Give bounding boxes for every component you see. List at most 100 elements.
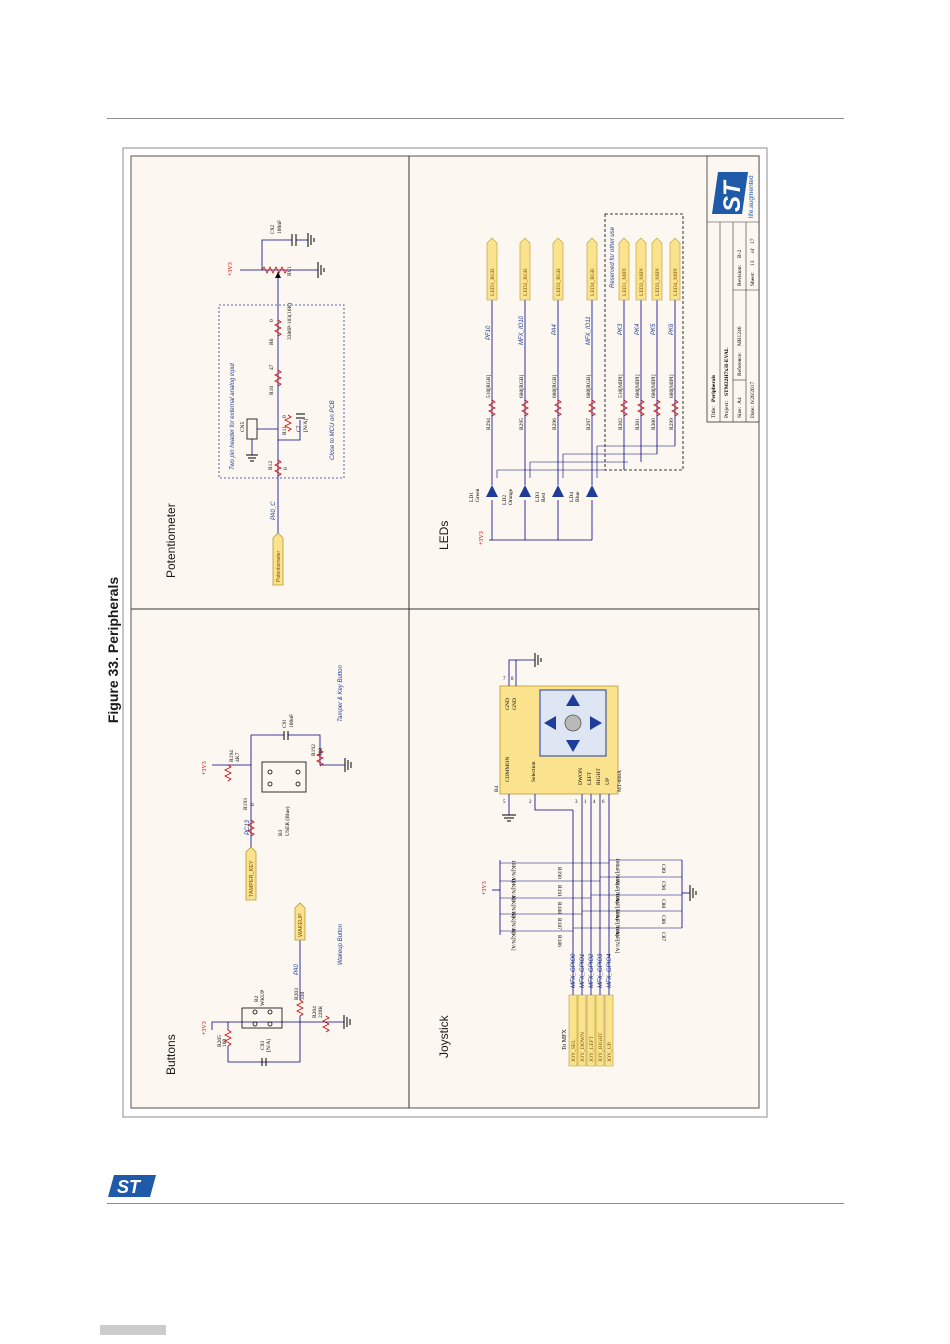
pullup-value: 10K[N/A] <box>510 878 516 901</box>
joy-left-connector <box>586 994 596 1067</box>
b4-pin-down: DWON <box>578 768 584 785</box>
led-resistor-ref: R302 <box>618 418 624 430</box>
led-pin-label: PA4 <box>552 323 558 335</box>
c93-ref: C93 <box>260 1041 266 1050</box>
resistor-r193-symbol <box>247 819 255 837</box>
leds-supply-label: +3V3 <box>479 531 485 545</box>
joy-signal-label: JOY_DOWN <box>580 1032 586 1062</box>
r11-value: 0 <box>282 415 288 418</box>
rv1-wiper-arrow <box>275 272 281 278</box>
b4-pin-number: 8 <box>511 677 514 682</box>
resistor-r301-symbol <box>637 399 645 417</box>
b4-pin-right: RIGHT <box>596 768 602 785</box>
footer-st-logo-icon: ST <box>108 1175 156 1197</box>
ld1-color: Green <box>475 488 481 502</box>
led-pin-label: PK5 <box>651 323 657 335</box>
c93-value: [N/A] <box>266 1039 272 1052</box>
led-resistor-value: 680[MIPI] <box>635 374 641 398</box>
resistor-r297-symbol <box>588 399 596 417</box>
r204-value: 220K <box>318 1006 324 1018</box>
b4-pin-number: 3 <box>575 800 578 805</box>
resistor-r205-symbol <box>224 1029 232 1047</box>
r6-ref: R6 <box>269 338 275 345</box>
b3-ref: B3 <box>278 829 284 836</box>
potentiometer-rv1-symbol <box>261 266 288 274</box>
led-pin-label: MFX_IO11 <box>586 316 592 345</box>
wakeup-caption: Wakeup Button <box>338 923 344 965</box>
b4-ref: B4 <box>494 785 500 792</box>
led-ld3-symbol <box>552 485 564 497</box>
pullup-value: 10K[N/A] <box>510 895 516 918</box>
cap-value: 100nF[N/A] <box>614 876 620 903</box>
joystick-arrow-right-icon <box>590 716 602 730</box>
tamper-supply-label: +3V3 <box>202 761 208 775</box>
led-net-connector <box>635 237 647 301</box>
mfx-gpio-label: MFX_GPIO3 <box>598 953 604 988</box>
ld1-ref: LD1 <box>469 492 475 502</box>
joy-supply-label: +3V3 <box>482 881 488 895</box>
rv1-ref: RV1 <box>287 266 293 276</box>
resistor-r192-symbol <box>316 749 324 767</box>
pin-header-caption: Two pin header for external analog input <box>230 363 236 470</box>
ld4-color: Blue <box>575 491 581 502</box>
pullup-value: 10K[N/A] <box>510 928 516 951</box>
led-net-connector <box>586 237 598 301</box>
b4-gnd-wire <box>508 659 535 686</box>
led-resistor-ref: R294 <box>486 418 492 430</box>
led-net-label: LED3_RGB <box>556 268 562 296</box>
mfx-gpio-label: MFX_GPIO0 <box>571 953 577 988</box>
st-logo-icon <box>712 172 748 214</box>
r10-ref: R10 <box>269 386 275 395</box>
led-ld2-symbol <box>519 485 531 497</box>
led-pin-label: PK6 <box>669 323 675 335</box>
pullup-ref: R190 <box>556 867 562 879</box>
pa0c-label: PA0_C <box>271 501 277 520</box>
tb-size-label: Size: <box>737 407 743 418</box>
c7-value: [N/A] <box>303 419 309 432</box>
led-resistor-value: 510[MIPI] <box>618 374 624 398</box>
logo-tagline: life.augmented <box>748 175 755 218</box>
b4-pin-number: 1 <box>584 800 587 805</box>
pullup-ref: R191 <box>556 885 562 897</box>
wakeup-connector-shape <box>294 902 306 941</box>
r193-value: 0 <box>250 803 256 806</box>
resistor-r204-symbol <box>322 1015 330 1033</box>
b4-pin-number: 2 <box>529 800 532 805</box>
led-net-connector <box>669 237 681 301</box>
resistor-r295-symbol <box>521 399 529 417</box>
tb-date-label: Date: <box>750 406 756 418</box>
b2-name: WKUP <box>260 990 266 1006</box>
tb-project-value: STM32H7x3I-EVAL <box>724 347 730 396</box>
r193-ref: R193 <box>243 798 249 810</box>
mfx-gpio-label: MFX_GPIO4 <box>607 953 613 988</box>
r205-value: 100 <box>222 1039 228 1048</box>
led-net-label: LED4_MIPI <box>673 268 679 296</box>
tb-revision-value: B-2 <box>737 250 743 259</box>
joystick-arrow-up-icon <box>566 694 580 706</box>
b4-pin-common: COMMON <box>505 757 511 782</box>
ld4-ref: LD4 <box>569 492 575 502</box>
switch-b3-contact <box>267 769 273 775</box>
tamper-connector-shape <box>245 846 257 901</box>
led-resistor-value: 680[RGB] <box>519 375 525 398</box>
tb-title-label: Title: <box>711 406 717 418</box>
switch-b2-body <box>241 1007 283 1029</box>
pa0-label: PA0 <box>294 963 300 975</box>
led-net-label: LED1_MIPI <box>622 268 628 296</box>
sheet-inner-frame <box>130 155 760 1109</box>
led-resistor-ref: R295 <box>519 418 525 430</box>
svg-text:ST: ST <box>117 1177 142 1197</box>
cap-ref: C86 <box>660 915 666 924</box>
buttons-section-title: Buttons <box>164 1034 178 1075</box>
tb-sheet-number: 13 <box>750 260 756 266</box>
tamper-caption: Tamper & Key Button <box>338 665 344 722</box>
cap-value: 100nF[N/A] <box>614 909 620 936</box>
tb-revision-label: Revision: <box>737 264 743 286</box>
potentiometer-connector-shape <box>272 532 284 586</box>
resistor-r194-symbol <box>224 764 232 782</box>
c92-ref: C92 <box>270 225 276 234</box>
pullup-ref: R188 <box>556 902 562 914</box>
leds-section: LEDs +3V3 LD1 Green LD2 Orange LD3 Red L… <box>437 213 684 550</box>
r10-value: 47 <box>269 364 275 370</box>
